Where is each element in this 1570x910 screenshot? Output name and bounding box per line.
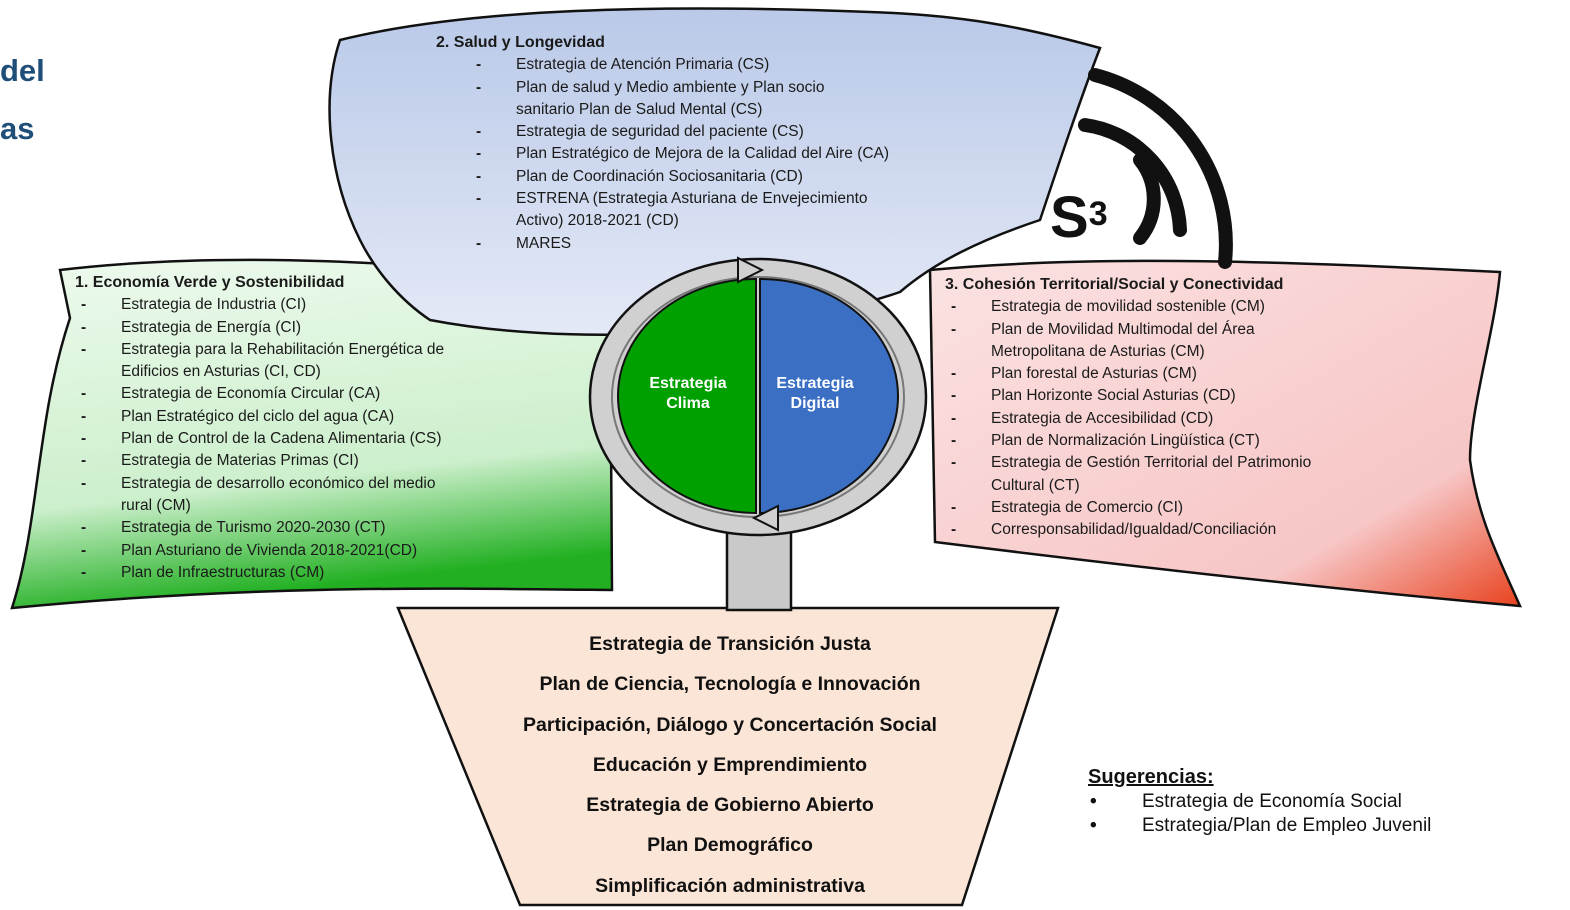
- list-item: -Estrategia de seguridad del paciente (C…: [436, 121, 1056, 143]
- list-item-text: Estrategia de Industria (CI): [121, 296, 307, 314]
- s3-base: S: [1050, 185, 1089, 250]
- list-item-text: Plan de Movilidad Multimodal del Área Me…: [991, 320, 1255, 360]
- salud-title: 2. Salud y Longevidad: [436, 34, 605, 51]
- list-item-text: Corresponsabilidad/Igualdad/Conciliación: [991, 521, 1277, 539]
- sugerencias-block: Sugerencias: •Estrategia de Economía Soc…: [1088, 764, 1431, 838]
- sugerencias-title: Sugerencias:: [1088, 766, 1214, 788]
- list-item-text: Plan de Control de la Cadena Alimentaria…: [121, 430, 442, 448]
- list-item-text: Plan Estratégico de Mejora de la Calidad…: [516, 145, 890, 163]
- list-item-text: Plan Horizonte Social Asturias (CD): [991, 387, 1236, 405]
- list-item: -Plan forestal de Asturias (CM): [945, 363, 1485, 385]
- list-item: -Estrategia de Energía (CI): [75, 317, 595, 339]
- list-item-text: Estrategia de Materias Primas (CI): [121, 452, 359, 470]
- funnel-list: Estrategia de Transición Justa Plan de C…: [450, 624, 1010, 906]
- signal-arc-3: [1088, 68, 1233, 269]
- list-item: -Plan Estratégico del ciclo del agua (CA…: [75, 406, 595, 428]
- list-item-text: Estrategia de desarrollo económico del m…: [121, 474, 436, 514]
- economia-title: 1. Economía Verde y Sostenibilidad: [75, 274, 345, 291]
- list-item: -Plan de Movilidad Multimodal del Área M…: [945, 319, 1485, 364]
- clima-label: Estrategia Clima: [649, 375, 727, 412]
- list-item: -Estrategia de movilidad sostenible (CM): [945, 296, 1485, 318]
- list-item-text: ESTRENA (Estrategia Asturiana de Envejec…: [516, 190, 868, 230]
- list-item: -Estrategia de Atención Primaria (CS): [436, 54, 1056, 76]
- funnel-item: Plan de Ciencia, Tecnología e Innovación: [539, 673, 921, 696]
- list-item-text: Plan Asturiano de Vivienda 2018-2021(CD): [121, 541, 418, 559]
- list-item: -Plan Estratégico de Mejora de la Calida…: [436, 143, 1056, 165]
- list-item: -Estrategia de Comercio (CI): [945, 497, 1485, 519]
- list-item-text: Estrategia de seguridad del paciente (CS…: [516, 123, 804, 141]
- list-item-text: Plan Estratégico del ciclo del agua (CA): [121, 407, 395, 425]
- list-item-text: Estrategia/Plan de Empleo Juvenil: [1142, 815, 1432, 836]
- list-item-text: Estrategia de Comercio (CI): [991, 498, 1184, 516]
- cohesion-title: 3. Cohesión Territorial/Social y Conecti…: [945, 276, 1284, 293]
- list-item-text: Estrategia de Energía (CI): [121, 318, 302, 336]
- digital-half: [759, 277, 899, 515]
- funnel-item: Educación y Emprendimiento: [592, 753, 868, 776]
- economia-panel-text: 1. Economía Verde y Sostenibilidad -Estr…: [75, 272, 595, 584]
- cut-off-title: del as: [0, 42, 45, 158]
- list-item: -MARES: [436, 233, 1056, 255]
- list-item-text: Plan forestal de Asturias (CM): [991, 365, 1197, 383]
- list-item: -Plan de Normalización Lingüística (CT): [945, 430, 1485, 452]
- cut-title-line: del: [0, 53, 45, 88]
- stem: [725, 520, 793, 612]
- funnel-item: Plan Demográfico: [647, 834, 813, 857]
- list-item-text: Plan de Coordinación Sociosanitaria (CD): [516, 167, 803, 185]
- list-item: -Estrategia de Materias Primas (CI): [75, 450, 595, 472]
- funnel-item: Estrategia de Gobierno Abierto: [586, 794, 874, 817]
- list-item: -Plan de Coordinación Sociosanitaria (CD…: [436, 166, 1056, 188]
- list-item: -Plan de Control de la Cadena Alimentari…: [75, 428, 595, 450]
- list-item-text: Estrategia de movilidad sostenible (CM): [991, 298, 1265, 316]
- list-item-text: Plan de Infraestructuras (CM): [121, 563, 325, 581]
- list-item: -Plan Asturiano de Vivienda 2018-2021(CD…: [75, 540, 595, 562]
- funnel-item: Simplificación administrativa: [595, 874, 865, 897]
- list-item: -Plan Horizonte Social Asturias (CD): [945, 385, 1485, 407]
- salud-panel: [328, 7, 1102, 336]
- signal-arc-2: [1078, 118, 1187, 237]
- list-item-text: MARES: [516, 234, 572, 252]
- s3-logo: S3: [1050, 188, 1108, 248]
- list-item-text: Estrategia de Turismo 2020-2030 (CT): [121, 519, 386, 537]
- list-item-text: Estrategia de Economía Circular (CA): [121, 385, 381, 403]
- list-item: -Plan de Infraestructuras (CM): [75, 562, 595, 584]
- s3-exponent: 3: [1088, 195, 1108, 233]
- list-item: •Estrategia de Economía Social: [1090, 791, 1402, 812]
- list-item: -Corresponsabilidad/Igualdad/Conciliació…: [945, 519, 1485, 541]
- digital-label: Estrategia Digital: [776, 375, 854, 412]
- list-item: -Estrategia para la Rehabilitación Energ…: [75, 339, 595, 384]
- list-item-text: Estrategia de Accesibilidad (CD): [991, 409, 1214, 427]
- list-item-text: Estrategia de Economía Social: [1142, 791, 1402, 812]
- list-item-text: Estrategia de Gestión Territorial del Pa…: [991, 454, 1312, 494]
- funnel-item: Participación, Diálogo y Concertación So…: [523, 713, 937, 736]
- list-item: -Plan de salud y Medio ambiente y Plan s…: [436, 77, 1056, 122]
- cohesion-panel-text: 3. Cohesión Territorial/Social y Conecti…: [945, 274, 1485, 542]
- signal-arc-1: [1133, 153, 1161, 245]
- list-item: •Estrategia/Plan de Empleo Juvenil: [1090, 815, 1432, 836]
- list-item-text: Estrategia de Atención Primaria (CS): [516, 56, 770, 74]
- list-item: -ESTRENA (Estrategia Asturiana de Enveje…: [436, 188, 1056, 233]
- list-item: -Estrategia de Turismo 2020-2030 (CT): [75, 517, 595, 539]
- list-item: -Estrategia de Gestión Territorial del P…: [945, 452, 1485, 497]
- cut-title-line: as: [0, 111, 35, 146]
- list-item-text: Estrategia para la Rehabilitación Energé…: [121, 340, 445, 381]
- arrow-top: [737, 256, 765, 284]
- funnel-item: Estrategia de Transición Justa: [589, 633, 871, 655]
- economia-panel: [10, 258, 614, 610]
- list-item: -Estrategia de Economía Circular (CA): [75, 383, 595, 405]
- salud-panel-text: 2. Salud y Longevidad -Estrategia de Ate…: [436, 32, 1056, 255]
- list-item-text: Plan de salud y Medio ambiente y Plan so…: [516, 78, 825, 118]
- funnel-shape: [396, 606, 1060, 907]
- list-item: -Estrategia de Accesibilidad (CD): [945, 408, 1485, 430]
- arrow-bottom: [751, 504, 779, 532]
- list-item: -Estrategia de desarrollo económico del …: [75, 473, 595, 518]
- list-item-text: Plan de Normalización Lingüística (CT): [991, 432, 1260, 450]
- list-item: -Estrategia de Industria (CI): [75, 294, 595, 316]
- clima-half: [617, 277, 757, 515]
